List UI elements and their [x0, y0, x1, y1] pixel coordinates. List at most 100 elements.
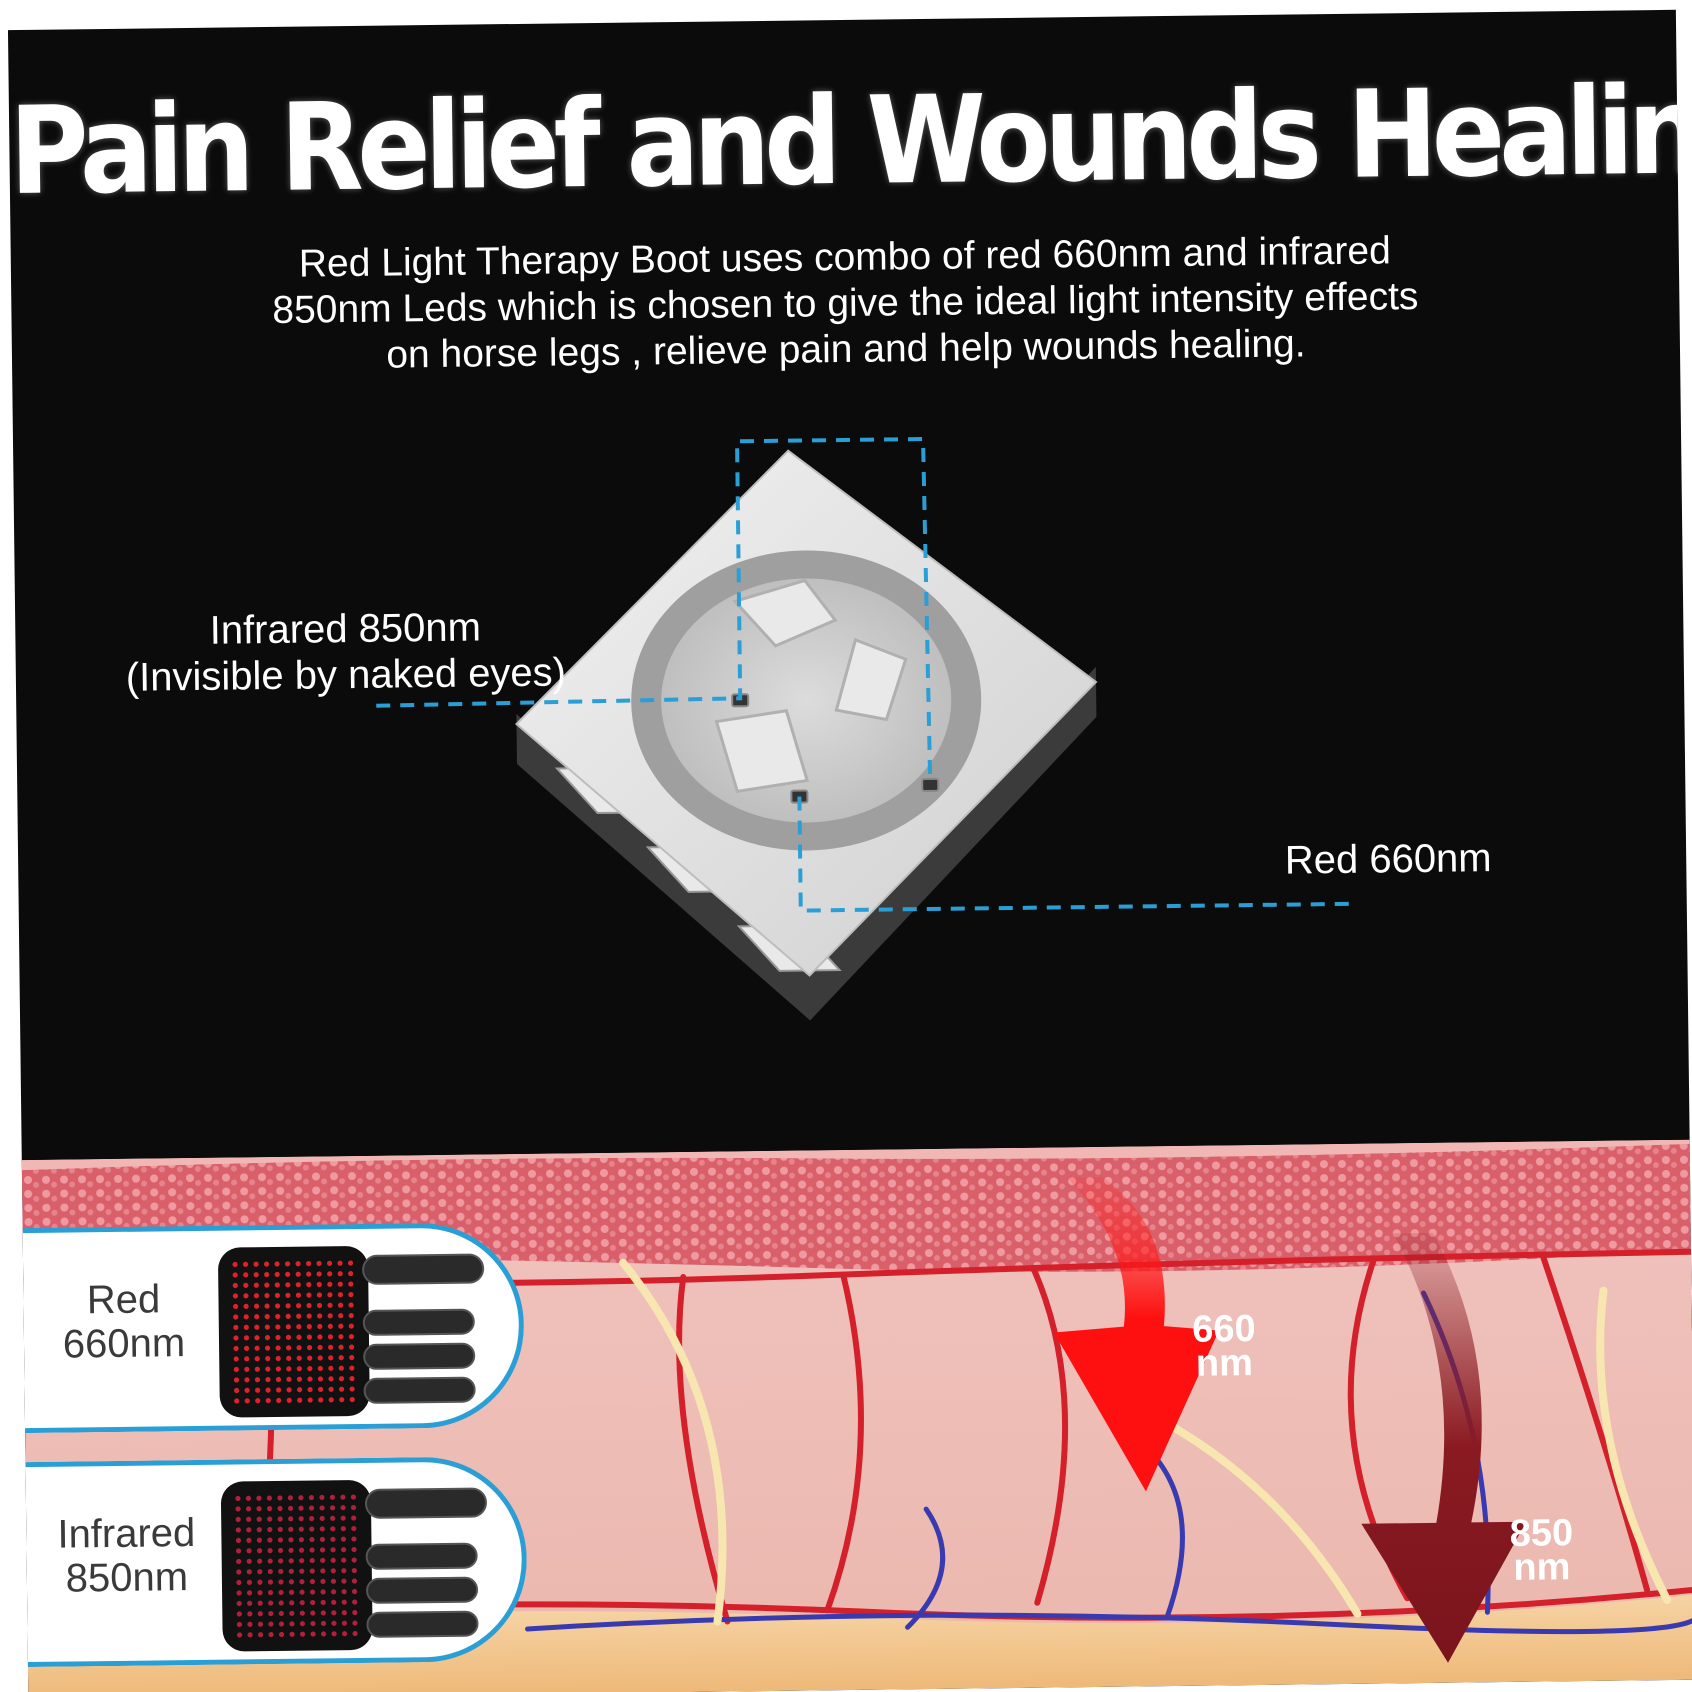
led-dot: [278, 1568, 284, 1575]
led-dot: [341, 1620, 348, 1626]
infrared-mode-name: Infrared: [57, 1511, 196, 1557]
led-dot: [277, 1547, 284, 1554]
led-dot: [244, 1356, 250, 1362]
led-dot: [348, 1291, 354, 1298]
led-dot: [329, 1505, 336, 1511]
led-dot: [243, 1314, 249, 1320]
led-dot: [264, 1324, 270, 1330]
led-dot: [337, 1281, 343, 1287]
led-dot: [307, 1397, 313, 1403]
led-dot: [295, 1282, 301, 1288]
led-dot: [309, 1568, 315, 1574]
led-dot: [348, 1323, 354, 1329]
led-dot: [243, 1272, 249, 1278]
led-dot: [320, 1557, 326, 1564]
led-dot: [341, 1599, 347, 1605]
led-dot: [246, 1579, 253, 1585]
led-dot: [246, 1569, 252, 1575]
led-dot: [243, 1324, 249, 1330]
led-dot: [236, 1579, 242, 1586]
led-dot: [352, 1620, 358, 1626]
led-dot: [287, 1505, 294, 1511]
led-dot: [297, 1387, 303, 1393]
led-dot: [339, 1397, 345, 1403]
led-dot: [285, 1334, 292, 1340]
led-dot: [351, 1557, 357, 1563]
led-dot: [264, 1272, 270, 1278]
led-dot: [266, 1505, 273, 1512]
led-dot: [299, 1579, 305, 1585]
led-dot: [320, 1620, 327, 1627]
red-callout-line: [797, 796, 1349, 913]
led-dot: [236, 1558, 242, 1565]
led-dot: [288, 1516, 294, 1522]
led-dot: [308, 1505, 315, 1511]
led-dot: [317, 1355, 323, 1361]
led-dot: [289, 1610, 295, 1616]
led-dot: [306, 1334, 313, 1340]
led-dot: [349, 1365, 355, 1371]
led-dot: [263, 1261, 270, 1267]
led-dot: [348, 1344, 355, 1350]
led-dot: [236, 1621, 243, 1628]
led-dot: [247, 1611, 253, 1617]
led-dot: [288, 1537, 294, 1543]
led-dot: [317, 1334, 323, 1340]
led-dot: [338, 1344, 344, 1350]
led-dot: [246, 1548, 252, 1554]
led-dot: [246, 1516, 252, 1522]
led-dot: [317, 1365, 323, 1372]
led-dot: [257, 1632, 264, 1638]
red-led-pad: [218, 1246, 485, 1418]
led-dot: [243, 1303, 249, 1309]
led-dot: [306, 1302, 312, 1309]
led-dot: [299, 1589, 305, 1595]
led-dot: [330, 1515, 336, 1521]
led-dot: [289, 1600, 295, 1606]
led-dot: [285, 1313, 291, 1319]
skin-surface: [21, 1139, 1690, 1171]
led-dot: [276, 1387, 282, 1393]
led-dot: [299, 1621, 306, 1627]
led-dot: [255, 1387, 261, 1393]
led-dot: [278, 1600, 284, 1606]
led-dot: [278, 1589, 284, 1596]
led-dot: [278, 1610, 284, 1617]
led-dot: [299, 1610, 305, 1616]
led-dot: [244, 1377, 250, 1383]
led-dot: [330, 1536, 336, 1542]
led-dot: [340, 1547, 347, 1553]
red-mode-label: Red 660nm: [33, 1277, 214, 1367]
led-dot: [245, 1506, 252, 1512]
led-dot: [341, 1557, 347, 1563]
led-dot: [338, 1355, 344, 1361]
led-dot: [265, 1397, 271, 1404]
led-dot: [285, 1282, 291, 1288]
led-dot: [348, 1281, 354, 1287]
led-dot: [295, 1292, 302, 1298]
led-dot: [310, 1610, 316, 1616]
led-dot: [306, 1313, 312, 1319]
infrared-mode-card: Infrared 850nm: [25, 1455, 528, 1668]
led-dot: [266, 1495, 273, 1501]
led-dot: [327, 1323, 333, 1329]
led-dot: [348, 1270, 354, 1277]
led-dot: [246, 1537, 252, 1543]
led-dot: [338, 1386, 345, 1392]
led-dot: [298, 1547, 305, 1553]
infrared-arrow-unit: nm: [1513, 1546, 1571, 1589]
led-dot: [299, 1600, 305, 1606]
red-arrow-unit: nm: [1195, 1342, 1254, 1385]
led-dot: [278, 1631, 285, 1638]
led-dot: [254, 1335, 260, 1341]
led-dot: [253, 1272, 259, 1278]
led-dot: [275, 1366, 281, 1372]
led-dot: [309, 1589, 316, 1595]
led-dot: [328, 1355, 334, 1361]
led-dot: [298, 1495, 304, 1501]
led-dot: [267, 1589, 274, 1596]
led-dot: [337, 1260, 343, 1266]
led-dot: [320, 1589, 326, 1595]
led-dot: [289, 1631, 295, 1637]
